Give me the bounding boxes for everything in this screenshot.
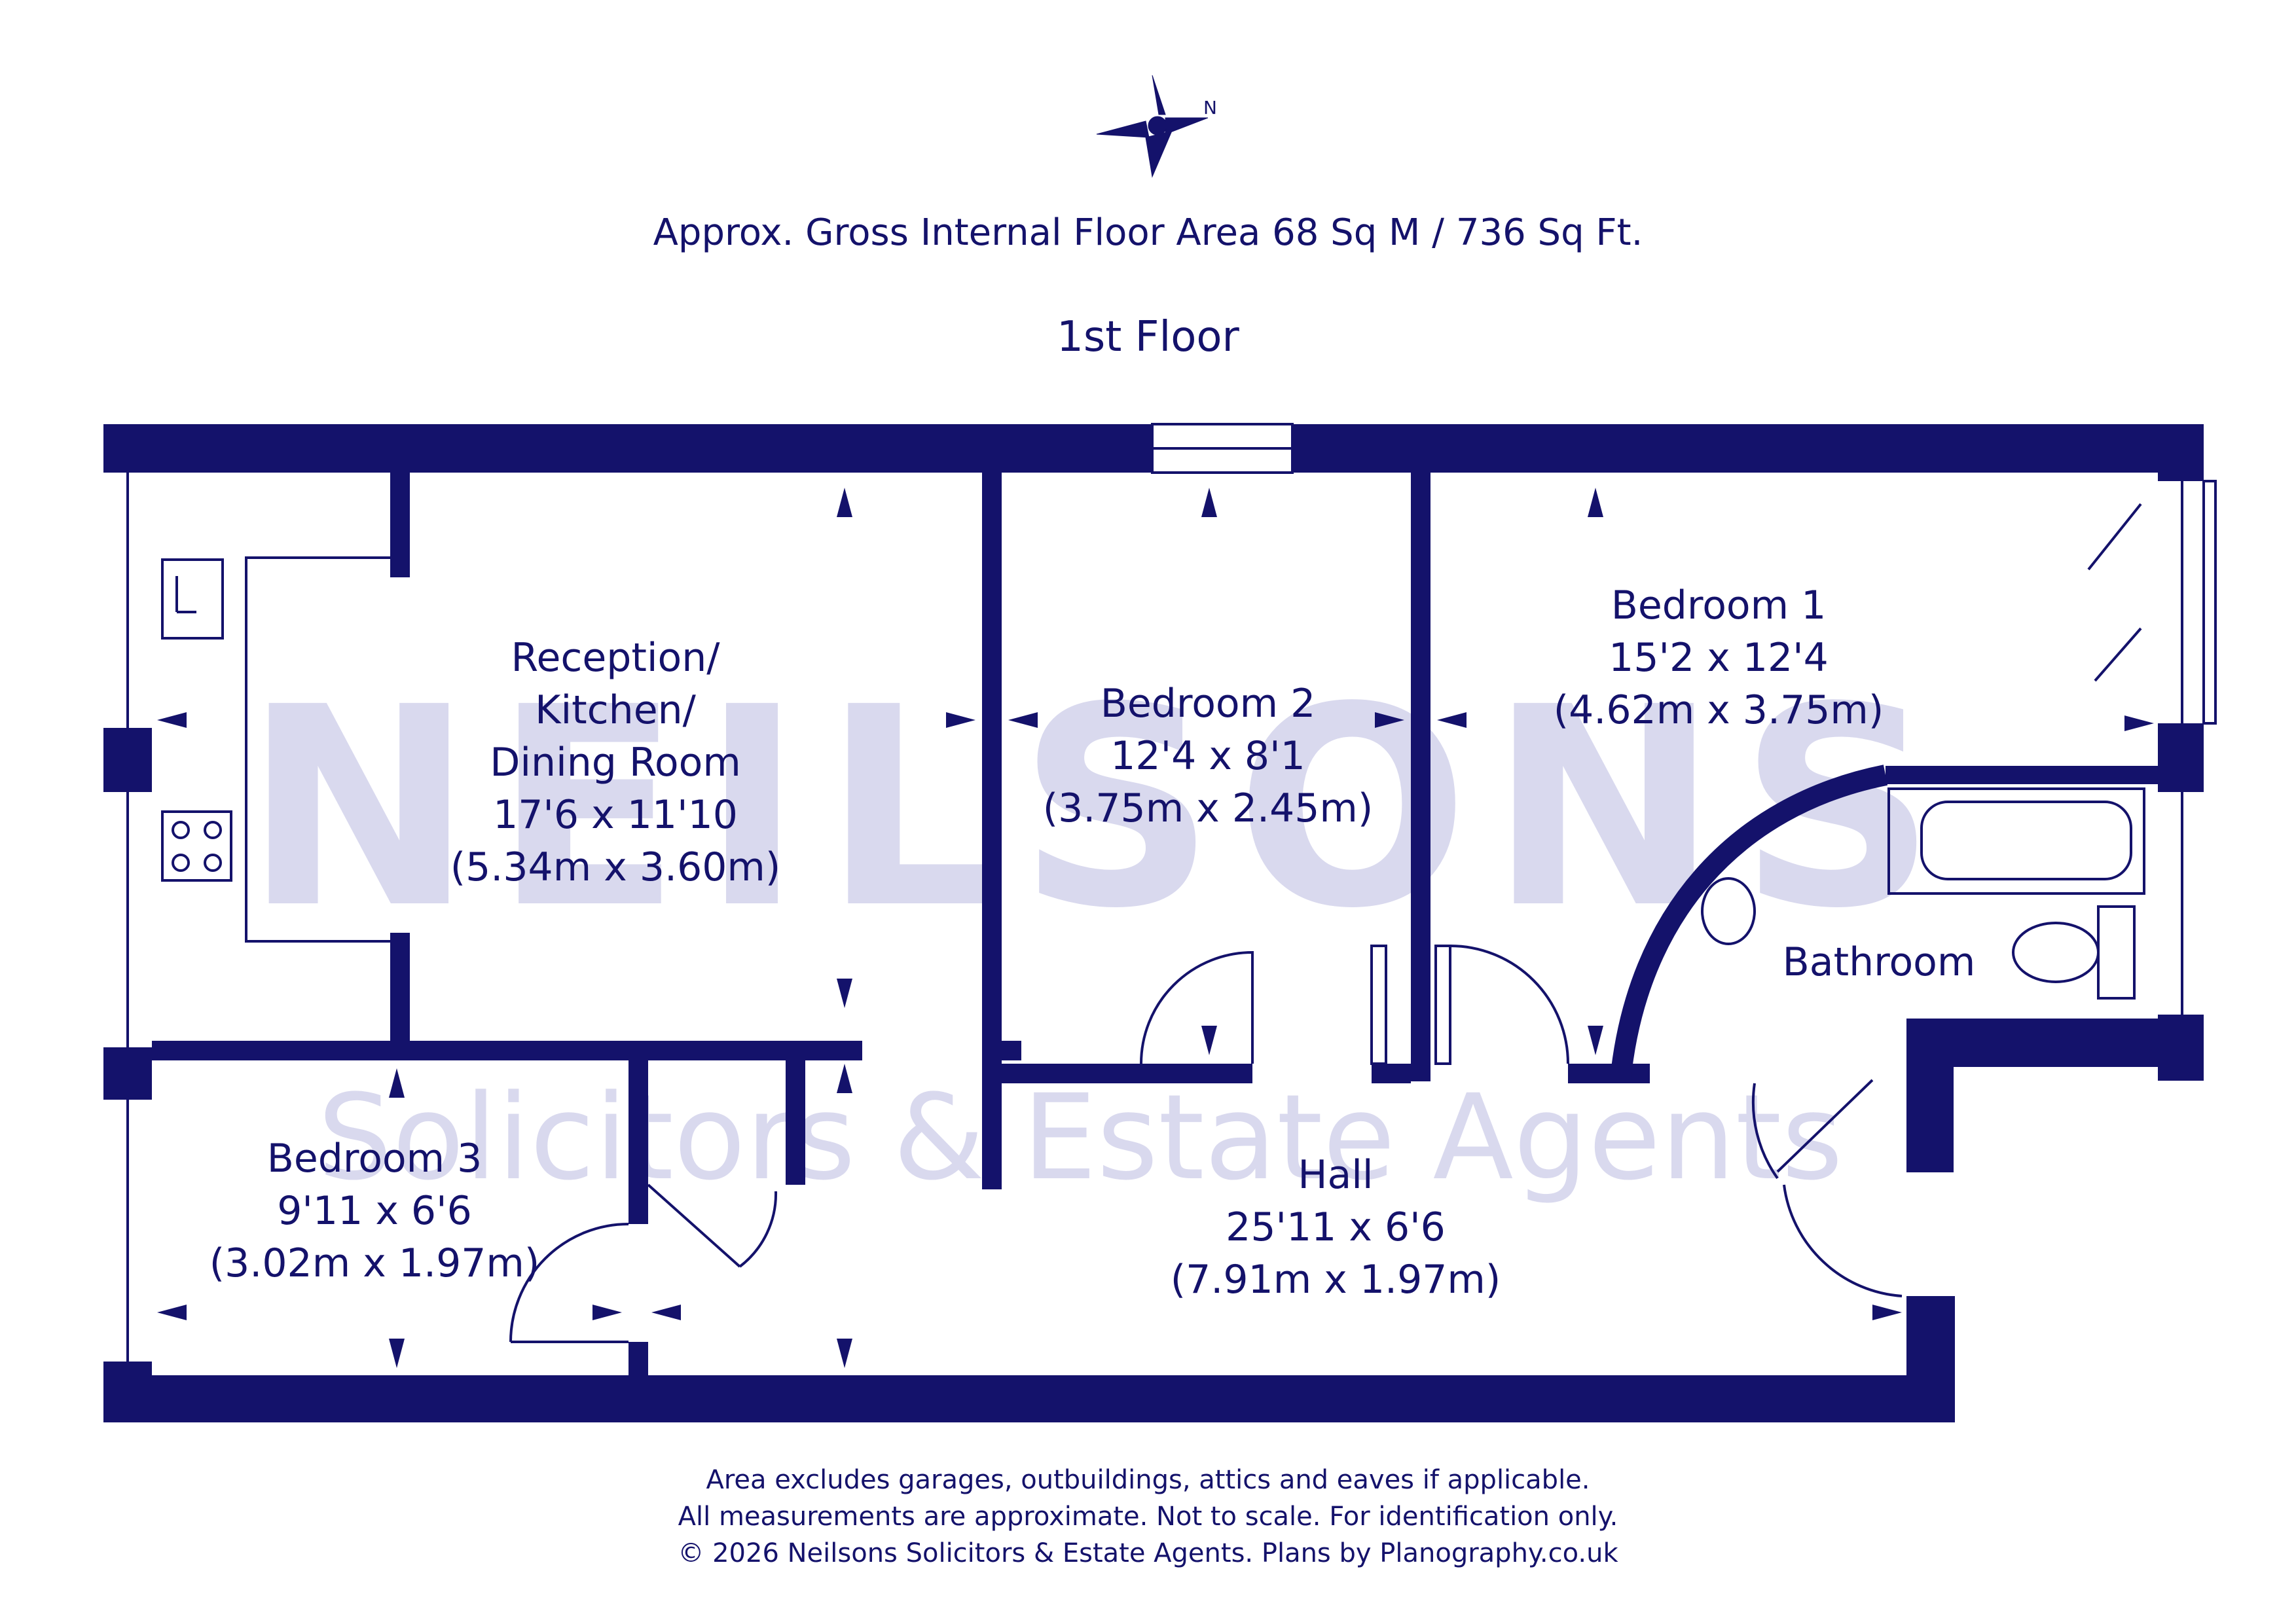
bedroom3-metric: (3.02m x 1.97m) bbox=[210, 1240, 540, 1286]
reception-label-line3: Dining Room bbox=[490, 740, 741, 785]
bedroom3-imperial: 9'11 x 6'6 bbox=[277, 1188, 472, 1234]
hall-imperial: 25'11 x 6'6 bbox=[1226, 1204, 1446, 1250]
windows bbox=[103, 423, 2217, 1362]
hall-metric: (7.91m x 1.97m) bbox=[1171, 1257, 1501, 1303]
watermark-tagline: Solicitors & Estate Agents bbox=[318, 1070, 1843, 1206]
footer-line-3: © 2026 Neilsons Solicitors & Estate Agen… bbox=[678, 1538, 1618, 1568]
bedroom1-label: Bedroom 1 bbox=[1611, 583, 1827, 628]
reception-imperial: 17'6 x 11'10 bbox=[493, 792, 738, 838]
hall-label: Hall bbox=[1298, 1152, 1373, 1198]
bedroom1-metric: (4.62m x 3.75m) bbox=[1554, 687, 1884, 733]
watermark-brand: NEILSONS bbox=[244, 649, 1956, 969]
watermark: NEILSONS Solicitors & Estate Agents bbox=[244, 649, 1956, 1206]
dimension-arrows bbox=[157, 488, 2154, 1368]
doors bbox=[509, 503, 2142, 1343]
footer-line-1: Area excludes garages, outbuildings, att… bbox=[706, 1465, 1590, 1495]
bathroom-curved-wall bbox=[1610, 765, 1888, 1081]
reception-label-line2: Kitchen/ bbox=[535, 687, 696, 733]
reception-label-line1: Reception/ bbox=[511, 635, 720, 681]
reception-metric: (5.34m x 3.60m) bbox=[450, 844, 781, 890]
bathroom-label: Bathroom bbox=[1783, 939, 1976, 985]
footer-line-2: All measurements are approximate. Not to… bbox=[678, 1502, 1618, 1532]
bedroom3-label: Bedroom 3 bbox=[267, 1136, 483, 1182]
bathroom-fixtures bbox=[1701, 787, 2145, 1000]
compass-north-label: N bbox=[1203, 97, 1217, 118]
floor-area-text: Approx. Gross Internal Floor Area 68 Sq … bbox=[653, 211, 1643, 254]
bedroom2-label: Bedroom 2 bbox=[1101, 681, 1316, 727]
bedroom2-metric: (3.75m x 2.45m) bbox=[1043, 785, 1374, 831]
bedroom2-imperial: 12'4 x 8'1 bbox=[1110, 733, 1305, 779]
floor-title: 1st Floor bbox=[1057, 313, 1239, 361]
interior-walls bbox=[152, 473, 2160, 1375]
footer-disclaimer: Area excludes garages, outbuildings, att… bbox=[0, 1462, 2296, 1572]
room-labels: Reception/ Kitchen/ Dining Room 17'6 x 1… bbox=[210, 583, 1976, 1303]
compass-icon: N bbox=[1096, 75, 1217, 178]
kitchen-counter bbox=[161, 556, 390, 943]
bedroom1-imperial: 15'2 x 12'4 bbox=[1609, 635, 1829, 681]
